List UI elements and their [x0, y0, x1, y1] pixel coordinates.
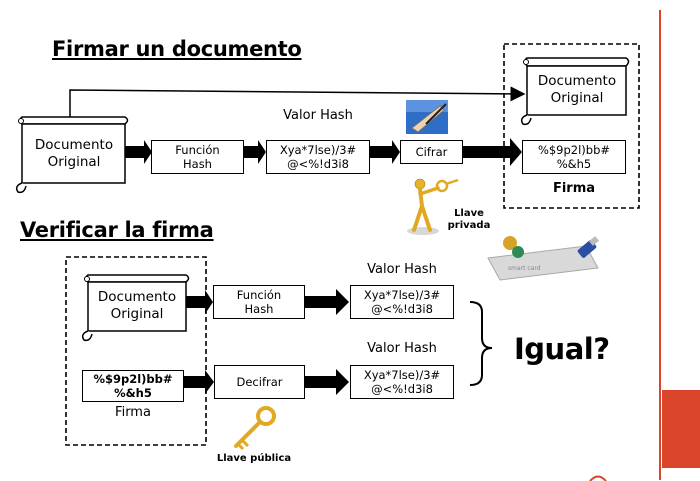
- verify-signature-label: Firma: [115, 405, 151, 420]
- verify-hash-value-label-1: Valor Hash: [367, 262, 437, 277]
- verify-hash-value-box-2: Xya*7lse)/3# @<%!d3i8: [350, 365, 454, 399]
- verify-flow-arrows-2: [184, 369, 349, 395]
- sign-hash-value-box: Xya*7lse)/3# @<%!d3i8: [266, 140, 370, 174]
- sign-hash-function-box: Función Hash: [151, 140, 244, 174]
- encrypt-box: Cifrar: [400, 140, 463, 164]
- sign-signature-label: Firma: [552, 181, 596, 196]
- verify-input-frame: [65, 256, 207, 446]
- verify-doc-label: Documento Original: [97, 289, 177, 322]
- sign-output-frame: [503, 43, 640, 209]
- svg-text:smart card: smart card: [508, 265, 541, 272]
- signing-hand-icon: [406, 100, 448, 134]
- verify-hash-function-box: Función Hash: [213, 285, 305, 319]
- sign-flow-arrows: [125, 138, 522, 166]
- compare-brace: [469, 301, 493, 386]
- copy-arrow: [69, 86, 526, 117]
- private-key-label: Llave privada: [447, 208, 491, 231]
- verify-heading: Verificar la firma: [20, 218, 214, 242]
- usb-token-icon: [577, 236, 599, 258]
- decorative-arc: [589, 475, 607, 481]
- accent-divider: [659, 10, 661, 480]
- verify-flow-arrows-1: [186, 289, 349, 315]
- verify-hash-value-box-1: Xya*7lse)/3# @<%!d3i8: [350, 285, 454, 319]
- smart-card-icon: smart card: [487, 236, 599, 281]
- sign-doc-label: Documento Original: [34, 137, 114, 170]
- verify-hash-value-label-2: Valor Hash: [367, 341, 437, 356]
- sign-hash-value-label: Valor Hash: [283, 108, 353, 123]
- output-doc-label: Documento Original: [537, 73, 617, 106]
- accent-block: [662, 390, 700, 468]
- equal-question: Igual?: [514, 332, 610, 366]
- sign-heading: Firmar un documento: [52, 37, 302, 61]
- sign-doc-scroll: [15, 116, 129, 194]
- verify-signature-box: %$9p2l)bb# %&h5: [82, 370, 184, 402]
- output-doc-scroll: [520, 57, 630, 126]
- decrypt-box: Decifrar: [214, 365, 305, 399]
- sign-signature-box: %$9p2l)bb# %&h5: [522, 140, 626, 174]
- public-key-label: Llave pública: [216, 453, 292, 464]
- public-key-icon: [234, 406, 276, 451]
- private-key-figure-icon: [407, 178, 459, 235]
- verify-doc-scroll: [81, 274, 190, 342]
